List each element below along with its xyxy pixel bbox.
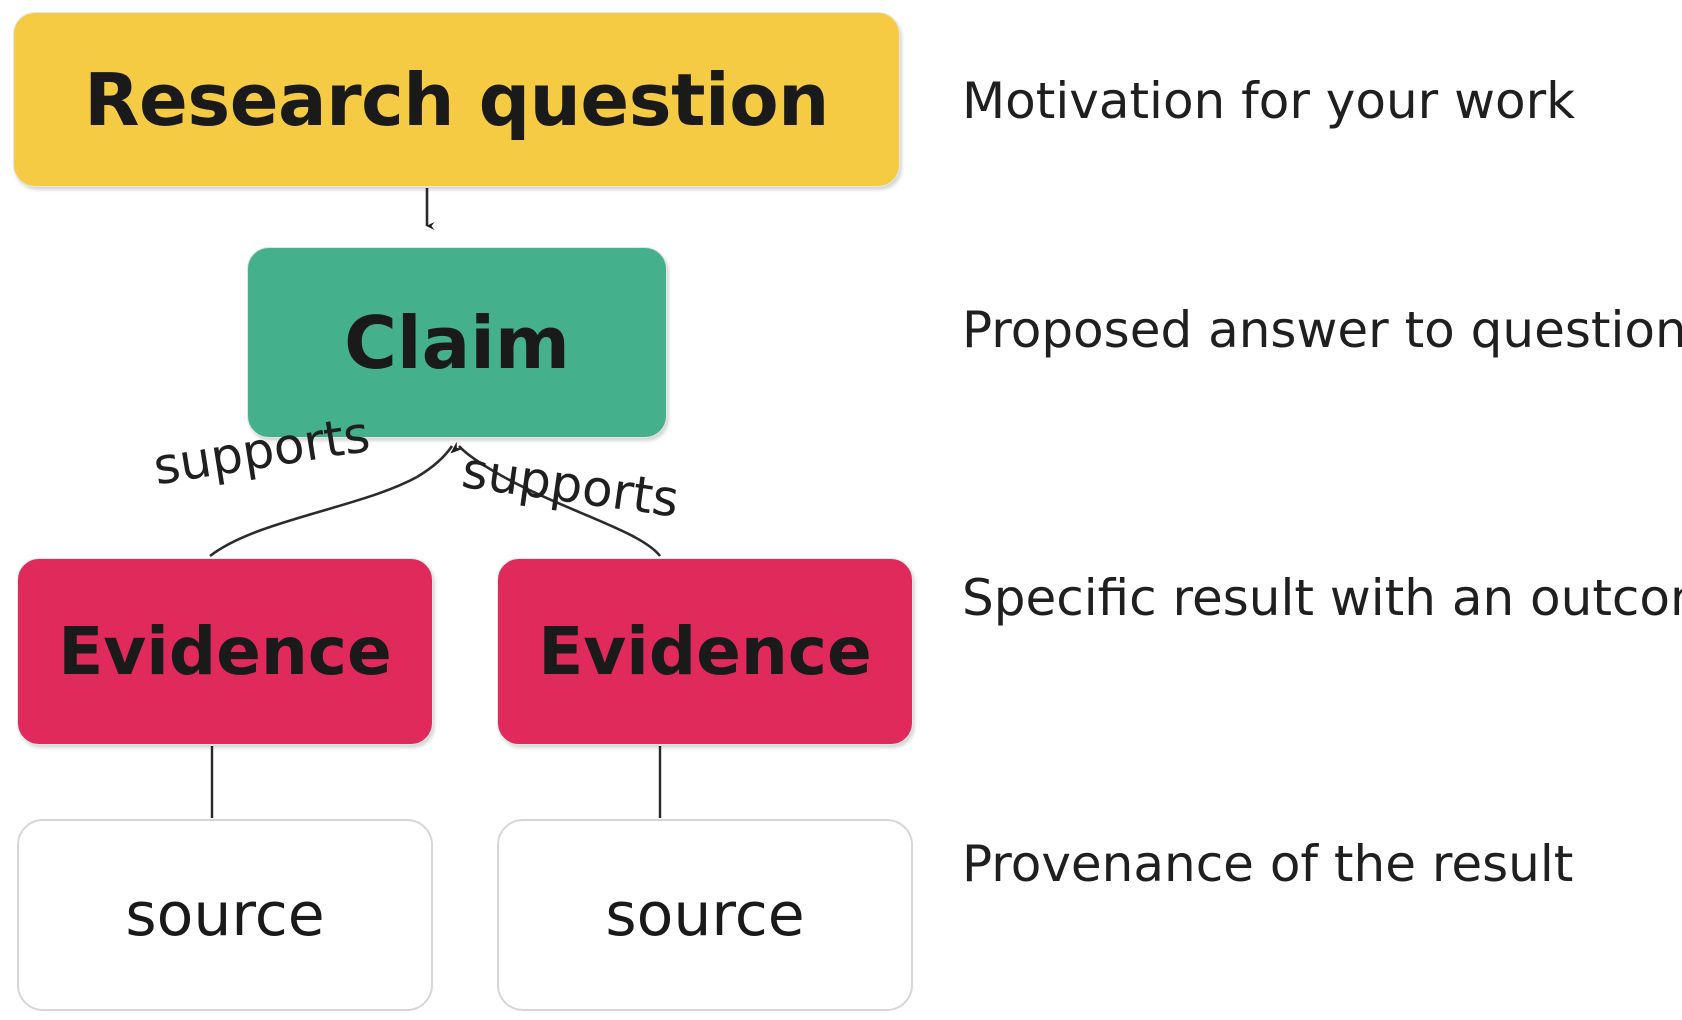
node-evidence-left[interactable]: Evidence [17, 558, 433, 745]
node-source-right[interactable]: source [497, 819, 913, 1011]
node-claim[interactable]: Claim [247, 247, 667, 438]
annotation-claim: Proposed answer to question [962, 301, 1682, 359]
node-evidence-right[interactable]: Evidence [497, 558, 913, 745]
edge-label-supports-left: supports [149, 404, 374, 497]
edge-label-supports-right: supports [458, 441, 683, 529]
node-source-left[interactable]: source [17, 819, 433, 1011]
annotation-source: Provenance of the result [962, 835, 1574, 893]
annotation-research-question: Motivation for your work [962, 72, 1576, 130]
node-research-question[interactable]: Research question [13, 12, 900, 187]
annotation-evidence: Specific result with an outcome [962, 569, 1682, 627]
